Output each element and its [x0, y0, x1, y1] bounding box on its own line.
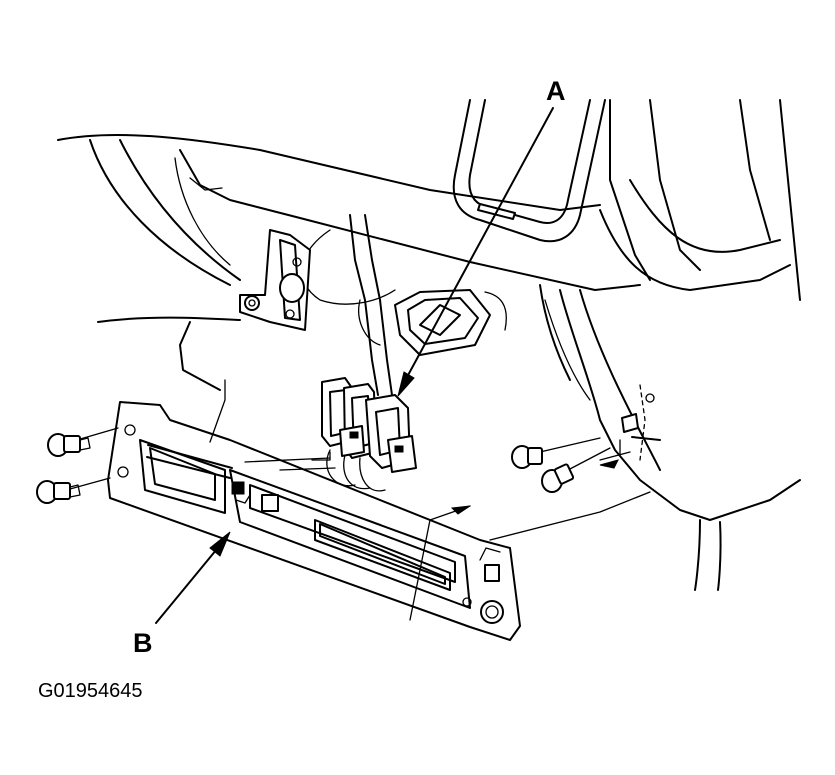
callout-a-label: A [546, 76, 566, 106]
right-side-panel [539, 284, 801, 591]
bolt-right-upper [511, 437, 601, 469]
figure-id: G01954645 [38, 680, 143, 702]
connector-assembly-a [311, 377, 417, 473]
upper-left-bracket [97, 229, 311, 391]
callout-a: A [397, 76, 566, 397]
callout-b-arrowhead [209, 531, 231, 557]
callout-b: B [133, 531, 231, 658]
dashboard-lower-panel [57, 134, 641, 291]
lower-bracket-b [107, 401, 521, 641]
wire-harness [326, 214, 393, 492]
bolt-lower-left [36, 477, 111, 504]
callout-b-arrow [155, 537, 227, 624]
bolt-right-lower [541, 447, 611, 493]
steering-column [301, 229, 507, 356]
mounting-guide-lines [209, 379, 651, 621]
callout-a-arrow [399, 107, 554, 391]
callout-a-arrowhead [397, 371, 415, 397]
bolt-upper-left [47, 427, 119, 457]
callout-b-label: B [133, 628, 153, 658]
